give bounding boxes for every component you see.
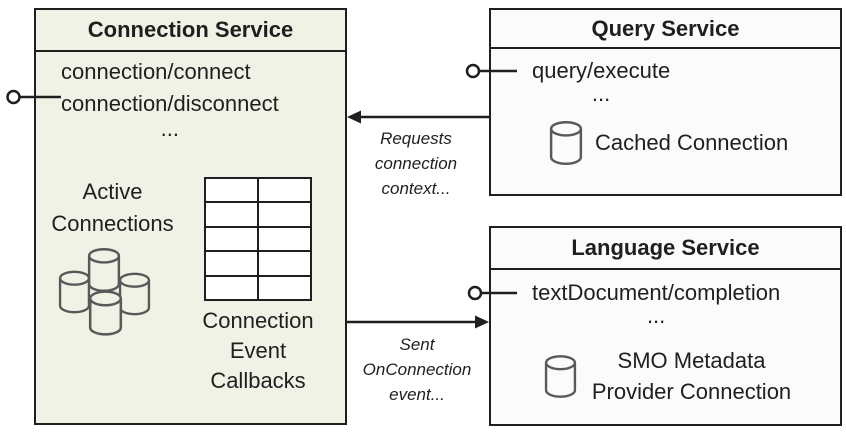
cached-connection-row: Cached Connection <box>549 120 788 166</box>
active-connections-label: Active Connections <box>51 179 174 236</box>
sent-onconnection-event-label: Sent OnConnection event... <box>362 335 472 404</box>
arrow-requests-connection-context <box>347 110 489 124</box>
methods-ellipsis: ... <box>591 81 611 106</box>
connection-service-methods: connection/connect connection/disconnect… <box>61 56 279 141</box>
database-icon <box>544 354 577 398</box>
cached-connection-label: Cached Connection <box>595 130 789 155</box>
connection-event-callbacks-label: Connection Event Callbacks <box>202 308 314 393</box>
query-service-title: Query Service <box>491 10 840 49</box>
callback-table-icon <box>204 177 312 301</box>
method-connection-connect: connection/connect <box>61 59 251 84</box>
method-query-execute: query/execute <box>532 58 671 83</box>
methods-ellipsis: ... <box>646 303 666 328</box>
smo-connection-row: SMO Metadata Provider Connection <box>544 345 794 407</box>
method-textdocument-completion: textDocument/completion <box>532 280 781 305</box>
database-cluster-icon <box>58 247 151 336</box>
database-icon <box>549 120 583 166</box>
arrow-sent-onconnection-event <box>347 315 489 329</box>
language-service-methods: textDocument/completion ... <box>532 278 781 328</box>
requests-connection-context-label: Requests connection context... <box>374 129 458 198</box>
language-service-title: Language Service <box>491 228 840 270</box>
method-connection-disconnect: connection/disconnect <box>61 91 279 116</box>
smo-metadata-provider-connection-label: SMO Metadata Provider Connection <box>591 348 792 404</box>
query-service-methods: query/execute ... <box>532 56 671 106</box>
connection-service-title: Connection Service <box>36 10 345 52</box>
query-service-box: Query Service <box>489 8 842 196</box>
methods-ellipsis: ... <box>160 116 180 141</box>
